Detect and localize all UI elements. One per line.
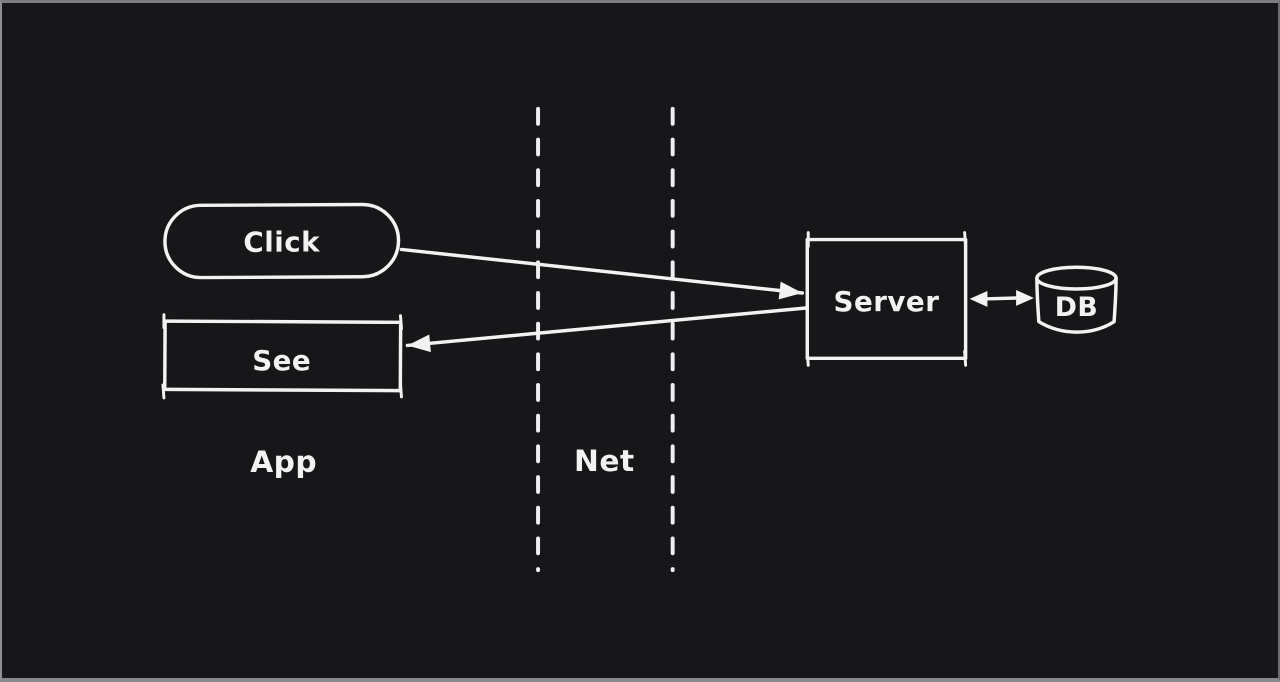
see-node-shape	[163, 319, 403, 393]
click-to-server-arrow	[399, 247, 805, 300]
see-node-label: See	[252, 344, 311, 377]
click-node-label: Click	[243, 225, 320, 258]
see-node-corner-stubs	[161, 313, 403, 400]
db-node-shape	[1035, 265, 1118, 334]
server-node-label: Server	[833, 285, 939, 318]
net-zone-label: Net	[574, 444, 635, 479]
diagram-svg: Click See Server DB	[161, 106, 1118, 573]
server-db-double-arrow	[969, 290, 1034, 307]
server-to-see-arrow	[405, 306, 809, 353]
db-node-label: DB	[1055, 292, 1099, 323]
app-zone-label: App	[250, 445, 317, 480]
server-node-shape	[805, 237, 968, 361]
server-node-corner-stubs	[805, 231, 968, 367]
click-node-shape	[163, 202, 401, 280]
